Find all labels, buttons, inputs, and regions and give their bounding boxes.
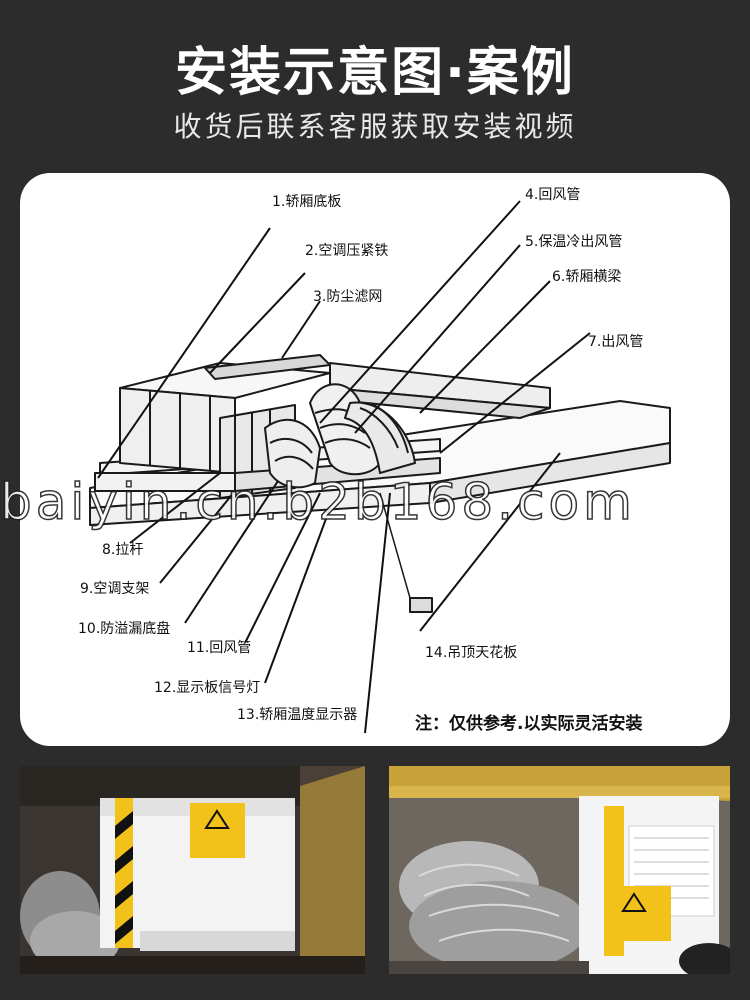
label-ceiling-plate: 14.吊顶天花板 (425, 645, 518, 661)
temp-display-box (409, 597, 433, 613)
label-display-signal-light: 12.显示板信号灯 (154, 680, 261, 696)
installation-photo-right (389, 766, 730, 974)
label-car-temp-display: 13.轿厢温度显示器 (237, 707, 358, 723)
page-title: 安装示意图·案例 (175, 43, 575, 103)
label-dust-filter: 3.防尘滤网 (313, 289, 383, 305)
label-car-floor-plate: 1.轿厢底板 (272, 194, 342, 210)
label-return-duct-lower: 11.回风管 (187, 640, 252, 656)
label-drip-tray: 10.防溢漏底盘 (78, 621, 171, 637)
return-duct-lower (264, 418, 321, 489)
label-pull-rod: 8.拉杆 (102, 542, 144, 558)
installation-diagram-panel: 1.轿厢底板 2.空调压紧铁 3.防尘滤网 4.回风管 5.保温冷出风管 6.轿… (20, 173, 730, 746)
label-return-air-duct: 4.回风管 (525, 187, 581, 203)
page-subtitle: 收货后联系客服获取安装视频 (173, 110, 577, 143)
ac-unit-front (119, 387, 236, 474)
installation-diagram (89, 200, 671, 734)
watermark-text: baiyin.cn.b2b168.com (0, 472, 636, 532)
installation-note: 注：仅供参考.以实际灵活安装 (415, 714, 643, 734)
installation-photo-left (20, 766, 365, 974)
label-outlet-duct: 7.出风管 (588, 334, 644, 350)
label-ac-pressing-iron: 2.空调压紧铁 (305, 243, 389, 259)
label-ac-bracket: 9.空调支架 (80, 581, 150, 597)
label-insulated-outlet-duct: 5.保温冷出风管 (525, 234, 623, 250)
pressing-iron-shape (204, 354, 331, 380)
ceiling-plate-side (429, 442, 671, 504)
label-car-crossbeam: 6.轿厢横梁 (552, 269, 622, 285)
